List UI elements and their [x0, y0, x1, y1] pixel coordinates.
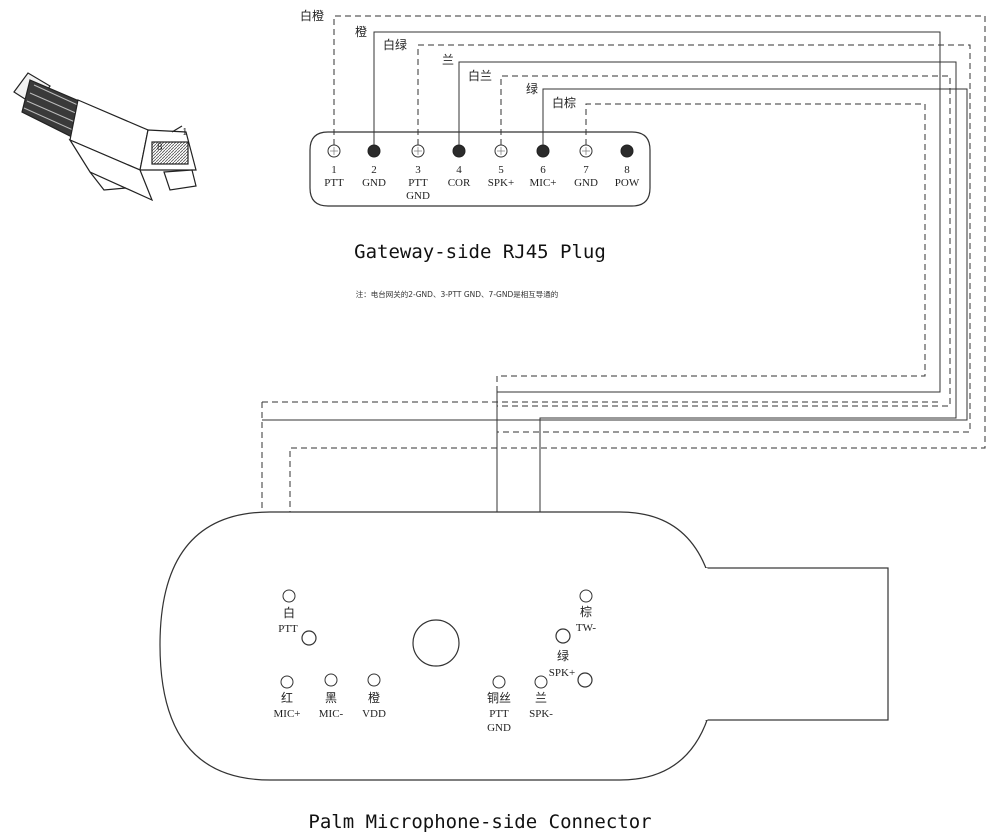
palm-pin-mic-plus-name: MIC+ [274, 708, 301, 720]
plug-pin-8-mark: 8 [157, 141, 163, 153]
palm-connector-body [159, 511, 889, 781]
palm-pin-ptt-gnd: 铜丝 PTT GND [487, 675, 511, 734]
palm-pin-vdd-color: 橙 [368, 690, 380, 705]
gateway-pin-2: 2 GND [362, 144, 386, 189]
palm-pin-mic-minus: 黑 MIC- [319, 673, 344, 720]
wire-label-orange: 橙 [355, 24, 367, 39]
wire-orange [373, 31, 941, 676]
wire-blue [458, 61, 957, 676]
palm-pin-ptt-color: 白 [283, 605, 295, 620]
palm-pin-vdd-name: VDD [362, 708, 386, 720]
gateway-pin-7-name: GND [574, 177, 598, 189]
gateway-pin-4: 4 COR [448, 144, 471, 189]
wire-white-blue [497, 75, 951, 407]
gateway-pin-7-number: 7 [583, 164, 589, 176]
palm-title: Palm Microphone-side Connector [308, 811, 651, 833]
gateway-pin-5-number: 5 [498, 164, 504, 176]
gateway-pin-2-number: 2 [371, 164, 377, 176]
wire-label-green: 绿 [526, 81, 538, 96]
palm-pin-mic-plus-color: 红 [281, 690, 293, 705]
palm-center-hole [412, 619, 460, 667]
palm-pin-spk-minus-color: 兰 [535, 691, 547, 705]
wire-label-white-blue: 白兰 [468, 68, 492, 83]
wire-label-white-brown: 白棕 [552, 95, 576, 110]
gateway-connector-outline [309, 131, 651, 207]
gateway-pin-1-name: PTT [324, 177, 344, 189]
palm-pin-tw-minus-color: 棕 [580, 604, 592, 619]
palm-extra-hole [577, 672, 593, 688]
gateway-pin-6-name: MIC+ [530, 177, 557, 189]
wire-label-white-orange: 白橙 [300, 8, 324, 23]
gateway-pin-1: 1 PTT [324, 144, 344, 189]
palm-pin-tw-minus-name: TW- [576, 622, 596, 634]
gateway-pin-8-number: 8 [624, 164, 630, 176]
palm-pin-mic-minus-color: 黑 [325, 691, 337, 705]
gateway-pin-5-name: SPK+ [488, 177, 514, 189]
gateway-pin-4-name: COR [448, 177, 471, 189]
palm-pin-ptt-gnd-name2: GND [487, 722, 511, 734]
gateway-pin-3-name: PTT [408, 177, 428, 189]
gateway-title: Gateway-side RJ45 Plug [354, 241, 606, 263]
gateway-pin-3-name2: GND [406, 190, 430, 202]
gateway-pin-6-number: 6 [540, 164, 546, 176]
palm-extra-hole [555, 628, 571, 644]
palm-pin-mic-plus: 红 MIC+ [274, 675, 301, 720]
gateway-pin-1-number: 1 [331, 164, 337, 176]
plug-pin-1-mark: 1 [182, 126, 188, 138]
palm-pin-vdd: 橙 VDD [362, 673, 386, 720]
palm-pin-mic-minus-name: MIC- [319, 708, 344, 720]
palm-pin-ptt: 白 PTT [278, 589, 298, 635]
palm-pin-spk-minus: 兰 SPK- [529, 675, 553, 720]
gateway-pin-3-number: 3 [415, 164, 421, 176]
rj45-plug-illustration [13, 72, 197, 202]
palm-pin-ptt-gnd-name: PTT [489, 708, 509, 720]
palm-pin-spk-plus: 绿 SPK+ [549, 648, 575, 679]
palm-pin-ptt-name: PTT [278, 623, 298, 635]
gateway-pin-5: 5 SPK+ [488, 144, 514, 189]
gateway-pin-6: 6 MIC+ [530, 144, 557, 189]
palm-pin-spk-minus-name: SPK- [529, 708, 553, 720]
palm-extra-hole [301, 630, 317, 646]
gateway-pin-8: 8 POW [615, 144, 640, 189]
gateway-pin-2-name: GND [362, 177, 386, 189]
palm-pin-tw-minus: 棕 TW- [576, 589, 596, 634]
gateway-pin-8-name: POW [615, 177, 640, 189]
gateway-pin-3: 3 PTT GND [406, 144, 430, 202]
wire-white-green [417, 44, 971, 433]
wire-white-orange [289, 15, 986, 588]
wire-label-blue: 兰 [442, 53, 454, 67]
palm-pin-spk-plus-color: 绿 [557, 648, 569, 663]
wire-label-white-green: 白绿 [383, 37, 407, 52]
gateway-pin-4-number: 4 [456, 164, 462, 176]
wire-green [262, 88, 968, 421]
gateway-pin-7: 7 GND [574, 144, 598, 189]
palm-pin-spk-plus-name: SPK+ [549, 667, 575, 679]
gateway-note: 注：电台网关的2-GND、3-PTT GND、7-GND是相互导通的 [356, 289, 558, 299]
wire-white-brown [496, 103, 926, 392]
palm-pin-ptt-gnd-color: 铜丝 [487, 690, 511, 705]
